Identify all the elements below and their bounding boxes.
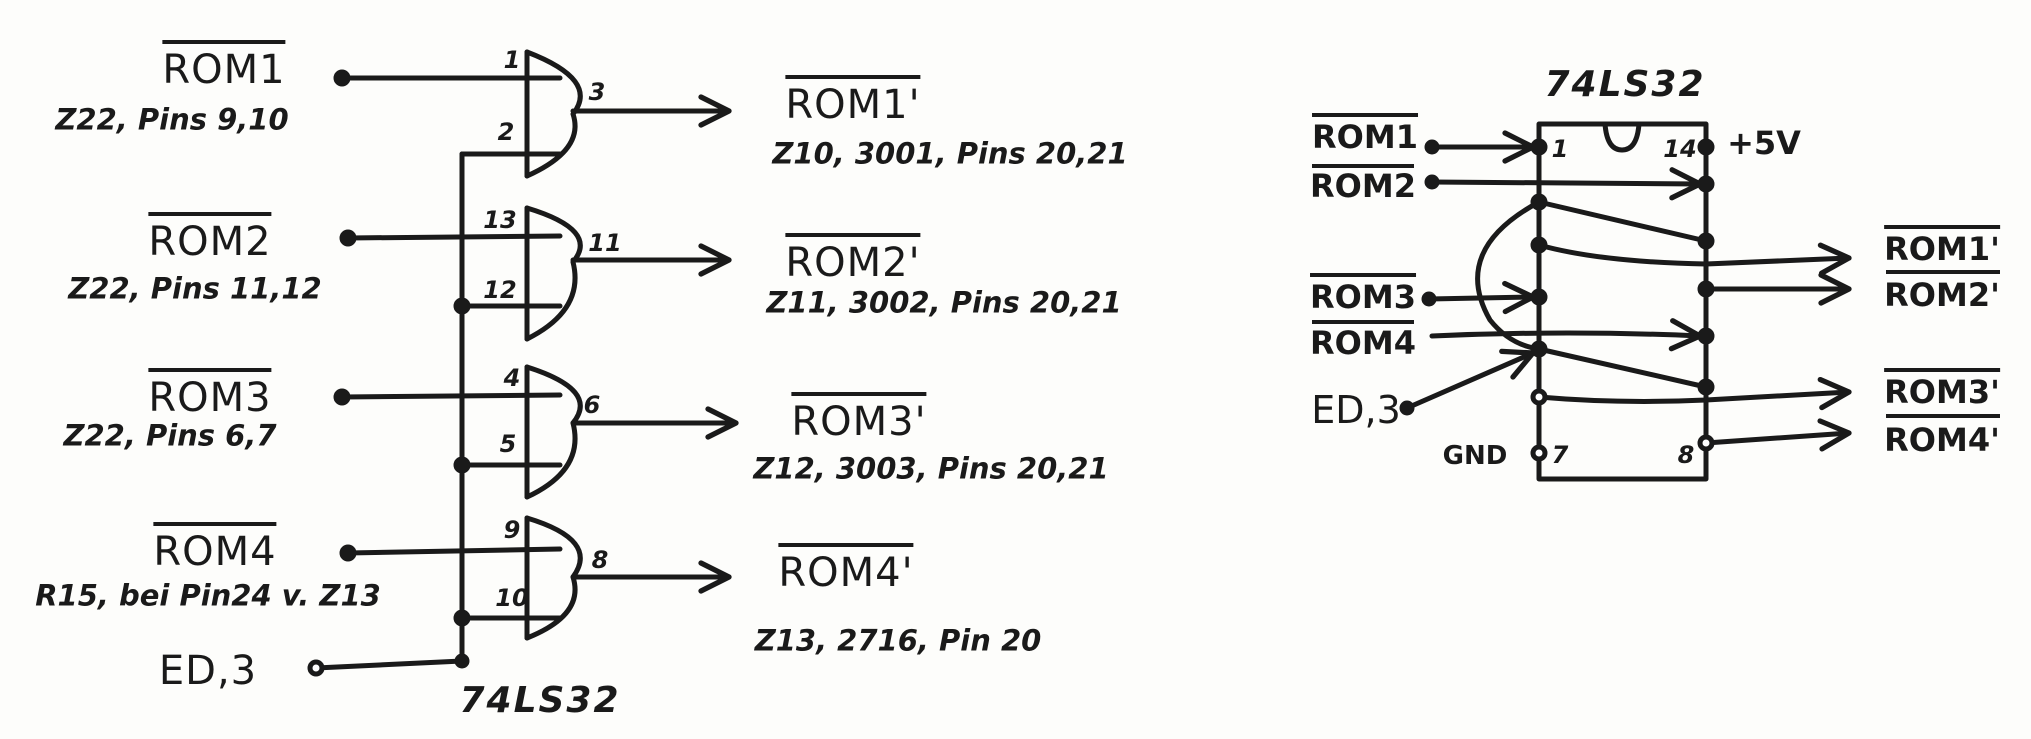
pin-label: 9 [503,516,521,544]
pin-label: 1 [503,46,521,74]
output-label-rom4: ROM4' [778,543,914,593]
ic-output-rom3: ROM3' [1884,368,2000,408]
input-label-rom4: ROM4 [153,522,277,572]
output-ref-rom3: Z12, 3003, Pins 20,21 [753,451,1109,486]
input-label-rom1: ROM1 [162,40,286,90]
output-label-rom2: ROM2' [785,233,921,283]
ground-label: GND [1442,441,1508,471]
pin-label: 8 [591,546,609,574]
pin-label: 10 [495,584,529,612]
ic-input-rom1: ROM1 [1312,113,1418,153]
pin-label: 12 [483,276,517,304]
ic-input-rom2: ROM2 [1310,167,1416,205]
output-label-rom1: ROM1' [785,75,921,125]
pin-label: 5 [499,430,517,458]
pin-label: 8 [1677,441,1695,469]
chip-label-right: 74LS32 [1544,64,1706,105]
ic-output-rom4: ROM4' [1884,421,2000,459]
ic-input-rom4: ROM4 [1310,324,1416,362]
pin-label: 1 [1551,135,1569,163]
pin-label: 14 [1663,135,1697,163]
ic-input-rom3: ROM3 [1310,273,1416,313]
power-label: +5V [1727,124,1801,162]
output-ref-rom4: Z13, 2716, Pin 20 [754,623,1042,658]
pin-label: 7 [1551,441,1569,469]
ic-input-enable: ED,3 [1311,388,1401,432]
ic-output-rom1: ROM1' [1884,225,2000,265]
input-label-rom3: ROM3 [148,368,272,418]
output-ref-rom2: Z11, 3002, Pins 20,21 [766,285,1122,320]
input-ref-rom2: Z22, Pins 11,12 [68,271,322,306]
enable-terminal [307,659,325,677]
pin-label: 2 [497,118,515,146]
ic-output-rom2: ROM2' [1884,276,2000,314]
pin-label: 4 [503,364,521,392]
pin-label: 13 [483,206,517,234]
output-label-rom3: ROM3' [791,392,927,442]
or-gate-2 [339,205,732,342]
enable-label: ED,3 [158,648,258,694]
output-ref-rom1: Z10, 3001, Pins 20,21 [772,136,1128,171]
pin-label: 6 [583,391,601,419]
input-ref-rom3: Z22, Pins 6,7 [63,418,277,453]
pin-label: 3 [588,78,606,106]
input-label-rom2: ROM2 [148,212,272,262]
pin-label: 11 [588,229,622,257]
input-ref-rom1: Z22, Pins 9,10 [55,102,289,137]
or-gate-1 [333,49,732,179]
ic-wiring [1399,130,1852,462]
or-gate-3 [333,364,739,500]
chip-label-left: 74LS32 [459,680,621,721]
or-gate-4 [339,515,732,641]
input-ref-rom4: R15, bei Pin24 v. Z13 [35,578,381,613]
